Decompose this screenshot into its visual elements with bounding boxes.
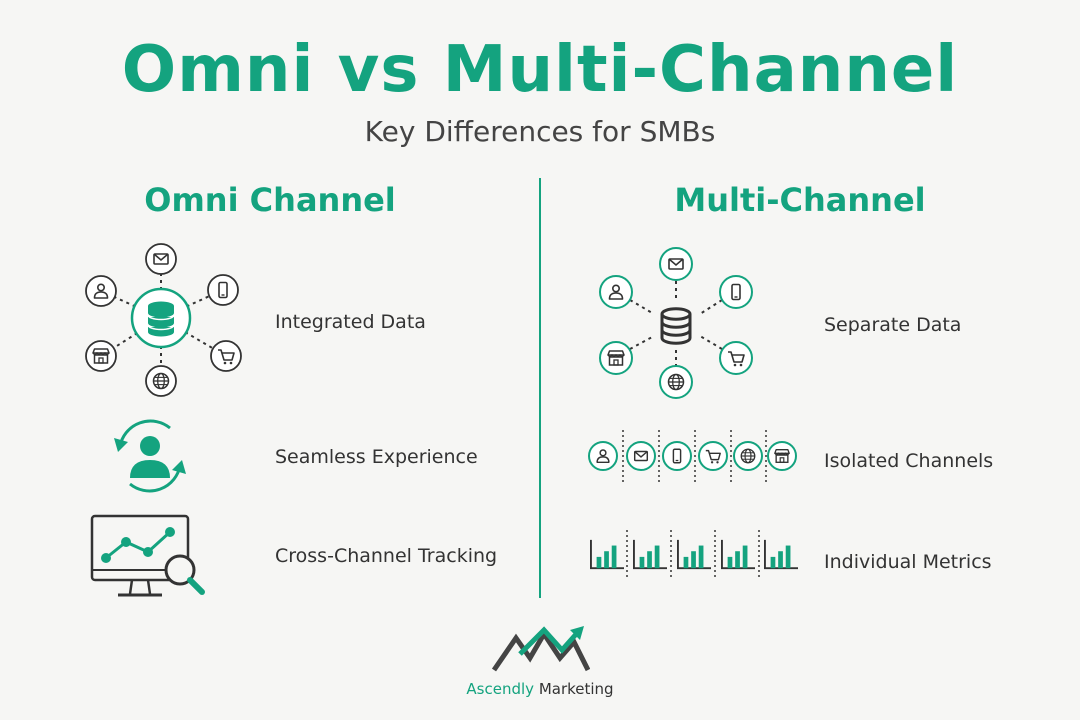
omni-column-title: Omni Channel xyxy=(144,181,396,219)
row-label-separate-data: Separate Data xyxy=(824,314,962,336)
row-label-seamless-experience: Seamless Experience xyxy=(275,446,478,468)
brand-name: Ascendly Marketing xyxy=(0,678,1080,700)
page-title: Omni vs Multi-Channel xyxy=(121,33,959,107)
connected-hub-icon xyxy=(85,243,242,397)
brand-name-part1: Ascendly xyxy=(466,680,535,698)
page-subtitle: Key Differences for SMBs xyxy=(364,115,716,148)
column-divider xyxy=(539,178,541,598)
separated-channels-icon xyxy=(588,430,797,482)
disconnected-hub-icon xyxy=(599,247,753,399)
row-label-integrated-data: Integrated Data xyxy=(275,311,426,333)
user-cycle-icon xyxy=(114,419,186,493)
brand-logo-icon xyxy=(491,626,590,672)
row-label-isolated-channels: Isolated Channels xyxy=(824,450,994,472)
monitor-analytics-icon xyxy=(90,514,205,597)
row-label-individual-metrics: Individual Metrics xyxy=(824,551,992,573)
separate-bar-charts-icon xyxy=(589,530,799,580)
row-label-cross-channel-tracking: Cross-Channel Tracking xyxy=(275,545,498,567)
multi-column-title: Multi-Channel xyxy=(674,181,926,219)
brand-name-part2: Marketing xyxy=(538,680,614,698)
